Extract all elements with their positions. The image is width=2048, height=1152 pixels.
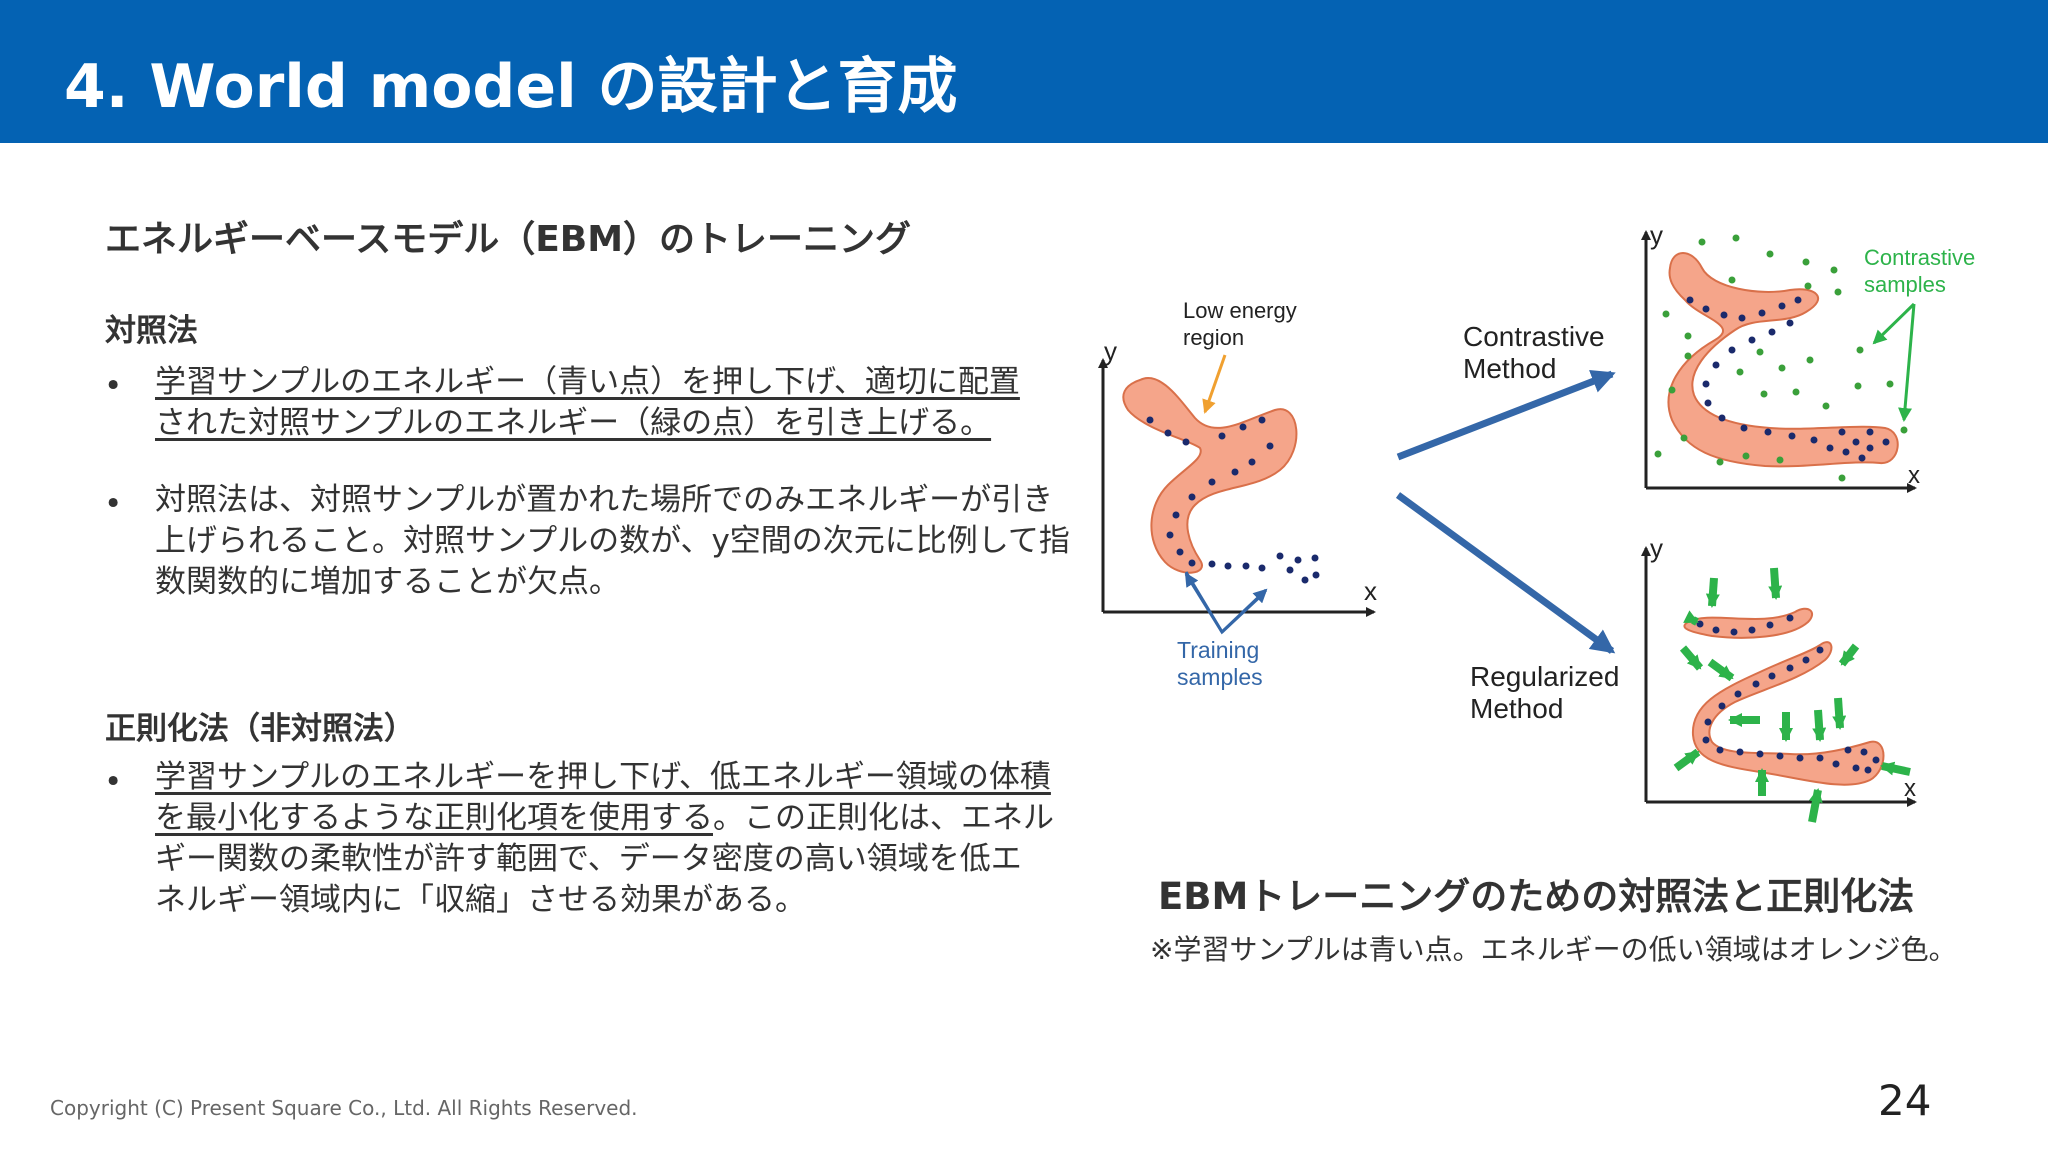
- underlined-text: を最小化するような正則化項を使用する: [155, 800, 713, 836]
- training-pointer-head: [1220, 588, 1268, 634]
- text-line: 上げられること。対照サンプルの数が、y空間の次元に比例して指: [155, 523, 1070, 559]
- contrastive-pointer: [1872, 302, 1916, 345]
- page-number: 24: [1878, 1076, 1932, 1125]
- x-axis-label: x: [1904, 775, 1916, 802]
- copyright-footer: Copyright (C) Present Square Co., Ltd. A…: [50, 1096, 638, 1120]
- regularized-method-label: Regularized Method: [1470, 661, 1627, 724]
- bullet-marker: •: [104, 764, 123, 800]
- y-axis-label: y: [1104, 336, 1117, 366]
- text-line: ネルギー領域内に「収縮」させる効果がある。: [155, 882, 806, 918]
- contrastive-method-label: Contrastive Method: [1463, 321, 1612, 384]
- contrastive-heading: 対照法: [105, 313, 198, 349]
- slide-title: 4. World model の設計と育成: [64, 52, 958, 122]
- contrastive-plot: y x Contrastive sampl: [1641, 220, 1981, 493]
- y-axis-label: y: [1650, 533, 1663, 563]
- regularized-bullet: 学習サンプルのエネルギーを押し下げ、低エネルギー領域の体積 を最小化するような正…: [155, 757, 1054, 921]
- contrastive-bullet-1: 学習サンプルのエネルギー（青い点）を押し下げ、適切に配置 された対照サンプルのエ…: [155, 362, 1035, 444]
- bullet-marker: •: [104, 486, 123, 522]
- figure-caption: EBMトレーニングのための対照法と正則化法: [1158, 875, 1915, 918]
- shrunk-region-top: [1683, 607, 1814, 639]
- regularized-heading: 正則化法（非対照法）: [105, 711, 415, 747]
- text-line: 学習サンプルのエネルギー（青い点）を押し下げ、適切に配置: [155, 364, 1020, 400]
- regularized-arrow: [1395, 492, 1616, 654]
- text-line: ギー関数の柔軟性が許す範囲で、データ密度の高い領域を低エ: [155, 841, 1022, 877]
- low-energy-region: [1667, 252, 1899, 468]
- contrastive-arrow: [1396, 370, 1616, 461]
- contrastive-samples: [1654, 234, 1908, 482]
- text-line: 対照法は、対照サンプルが置かれた場所でのみエネルギーが引き: [155, 482, 1054, 518]
- text-line: を最小化するような正則化項を使用する。この正則化は、エネル: [155, 798, 1054, 839]
- y-axis-label: y: [1650, 220, 1663, 250]
- left-plot: y x Low energy region Training samples: [1098, 298, 1377, 690]
- title-bar: 4. World model の設計と育成: [0, 0, 2048, 143]
- bullet-marker: •: [104, 368, 123, 404]
- plain-text: 。この正則化は、エネル: [713, 800, 1054, 836]
- training-label: Training samples: [1177, 637, 1266, 690]
- training-samples: [1146, 416, 1320, 584]
- contrastive-samples-label: Contrastive samples: [1864, 245, 1981, 297]
- text-line: 数関数的に増加することが欠点。: [155, 564, 620, 600]
- x-axis-label: x: [1908, 462, 1920, 489]
- section-title: エネルギーベースモデル（EBM）のトレーニング: [105, 219, 912, 260]
- low-energy-pointer: [1202, 354, 1227, 414]
- contrastive-bullet-2: 対照法は、対照サンプルが置かれた場所でのみエネルギーが引き 上げられること。対照…: [155, 480, 1070, 603]
- training-samples: [1696, 614, 1880, 774]
- shrink-arrows: [1673, 567, 1911, 823]
- contrastive-pointer: [1898, 303, 1916, 422]
- regularized-plot: y x: [1641, 533, 1917, 823]
- low-energy-label: Low energy region: [1183, 298, 1303, 350]
- low-energy-region: [1122, 377, 1298, 574]
- figure-note: ※学習サンプルは青い点。エネルギーの低い領域はオレンジ色。: [1150, 933, 1957, 966]
- training-pointer-head: [1184, 572, 1224, 633]
- x-axis-label: x: [1364, 576, 1377, 606]
- text-line: された対照サンプルのエネルギー（緑の点）を引き上げる。: [155, 405, 992, 441]
- text-line: 学習サンプルのエネルギーを押し下げ、低エネルギー領域の体積: [155, 759, 1051, 795]
- training-samples: [1686, 296, 1890, 462]
